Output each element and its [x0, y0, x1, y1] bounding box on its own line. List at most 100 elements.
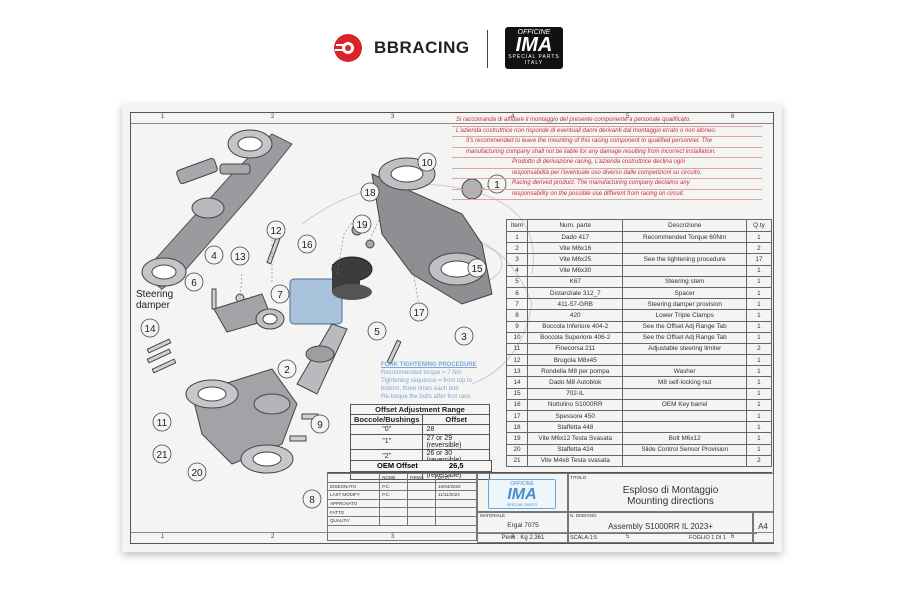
- callout-3: 3: [461, 332, 467, 343]
- table-row: "1"27 or 29 (reversible): [349, 433, 490, 450]
- parts-cell-part-number: 411-57-GRB: [527, 298, 624, 311]
- callout-2: 2: [284, 365, 290, 376]
- rev-header: [326, 473, 381, 483]
- parts-cell-part-number: Rondella M8 per pompa: [527, 365, 624, 378]
- table-row: FATTO: [326, 507, 478, 517]
- rev-cell: FATTO: [326, 507, 381, 517]
- parts-cell-part-number: Staffetta 448: [527, 421, 624, 434]
- parts-cell-qty: 17: [745, 253, 773, 266]
- parts-cell-part-number: Staffetta 424: [527, 443, 624, 456]
- parts-cell-qty: 1: [745, 432, 773, 445]
- parts-cell-description: See the tightening procedure: [622, 253, 747, 266]
- parts-cell-item: 6: [505, 286, 529, 300]
- ima-logo-main: IMA: [515, 34, 553, 56]
- rev-header: DATA: [434, 473, 478, 483]
- callout-1: 1: [494, 180, 500, 191]
- parts-cell-description: [622, 421, 747, 434]
- zone-top-6: 6: [731, 114, 735, 120]
- callout-21: 21: [156, 450, 168, 461]
- parts-cell-item: 9: [505, 320, 529, 333]
- header-separator: [487, 30, 488, 68]
- parts-cell-item: 18: [505, 421, 529, 434]
- parts-cell-description: [622, 409, 747, 423]
- callout-8: 8: [309, 495, 315, 506]
- parts-cell-item: 2: [505, 242, 529, 255]
- callout-9: 9: [317, 420, 323, 431]
- parts-cell-description: Washer: [622, 365, 747, 378]
- rev-spacer: [327, 524, 477, 542]
- scale-value: SCALA:1:5: [568, 533, 662, 542]
- sheet-count: FOGLIO 1 DI 1: [658, 533, 757, 542]
- parts-cell-description: Steering stem: [622, 275, 747, 288]
- exploded-view-drawing: 1 2 3 4 5 6 7 8 9 10 11 12 13 14 15 16 1…: [140, 129, 534, 509]
- parts-cell-part-number: Spessore 450: [527, 409, 624, 423]
- zone-top-5: 5: [626, 114, 630, 120]
- ima-logo-small-top: OFFICINE: [510, 481, 534, 487]
- damper-arm: [213, 293, 285, 333]
- callout-7: 7: [277, 290, 283, 301]
- ima-logo-small-sub: SPECIAL PARTS: [506, 502, 538, 507]
- ima-logo: OFFICINE IMA SPECIAL PARTS ITALY: [505, 27, 563, 69]
- parts-cell-item: 14: [505, 376, 529, 389]
- parts-cell-item: 4: [505, 264, 529, 277]
- rev-cell: [406, 481, 436, 492]
- parts-cell-item: 17: [505, 409, 529, 423]
- callout-15: 15: [471, 264, 483, 275]
- rev-cell: 11/11/2024: [434, 490, 478, 500]
- offset-cell-value: 28: [422, 424, 490, 435]
- parts-cell-item: 11: [505, 342, 529, 356]
- parts-cell-part-number: Dado 417: [527, 230, 624, 244]
- rev-header: FIRMA: [406, 473, 436, 483]
- offset-table-title: Offset Adjustment Range: [350, 404, 490, 415]
- table-row: QUALITA': [326, 515, 478, 526]
- rev-cell: [406, 515, 436, 526]
- page-header: BBRACING OFFICINE IMA SPECIAL PARTS ITAL…: [0, 0, 900, 90]
- drawing-number-cell: N. DISEGNO Assembly S1000RR IL 2023+ SCA…: [567, 511, 757, 543]
- drawing-sheet: 1 2 3 4 5 6 1 2 3 4 5 6: [122, 104, 782, 552]
- steering-damper-label-line1: Steering: [136, 289, 174, 300]
- parts-cell-description: [622, 242, 747, 255]
- parts-cell-qty: 1: [745, 376, 773, 389]
- rev-cell: DISEGNATO: [326, 481, 381, 492]
- parts-cell-item: 21: [505, 454, 529, 467]
- callout-17: 17: [413, 308, 425, 319]
- parts-header-qty: Q.ty: [745, 219, 773, 232]
- parts-cell-qty: 1: [745, 320, 773, 333]
- oem-offset: OEM Offset 26,5: [350, 460, 492, 472]
- ima-logo-sub: SPECIAL PARTS: [508, 54, 560, 60]
- format-cell: A4: [752, 511, 774, 543]
- safety-warning: Si raccomanda di affidare il montaggio d…: [452, 116, 762, 216]
- parts-cell-part-number: Vite M6x16: [527, 242, 624, 255]
- titolo-label: TITOLO: [570, 475, 587, 480]
- callout-4: 4: [211, 251, 217, 262]
- rev-cell: 16/04/2020: [434, 481, 478, 492]
- parts-cell-part-number: K67: [527, 275, 624, 288]
- oem-offset-label: OEM Offset: [377, 461, 418, 470]
- rev-cell: [406, 490, 436, 500]
- ima-logo-small-main: IMA: [507, 486, 537, 503]
- title-block-logo: OFFICINE IMA SPECIAL PARTS: [477, 473, 569, 513]
- rev-cell: [379, 498, 408, 509]
- rev-cell: [434, 515, 478, 526]
- offset-header-offset: Offset: [422, 414, 490, 425]
- parts-cell-description: Adjustable steering limiter: [622, 342, 747, 356]
- rev-header: NOME: [379, 473, 408, 483]
- callout-11: 11: [157, 418, 168, 429]
- parts-cell-item: 10: [505, 331, 529, 344]
- fork-procedure-line: Recommended torque = 7 Nm: [381, 370, 462, 376]
- parts-cell-part-number: Vite M6x25: [527, 253, 624, 266]
- steering-damper-label: Steering damper: [136, 289, 173, 311]
- parts-cell-qty: 2: [745, 454, 773, 467]
- parts-table-header: Item Num. parte Descrizione Q.ty: [505, 219, 773, 232]
- disegno-label: N. DISEGNO: [570, 513, 597, 518]
